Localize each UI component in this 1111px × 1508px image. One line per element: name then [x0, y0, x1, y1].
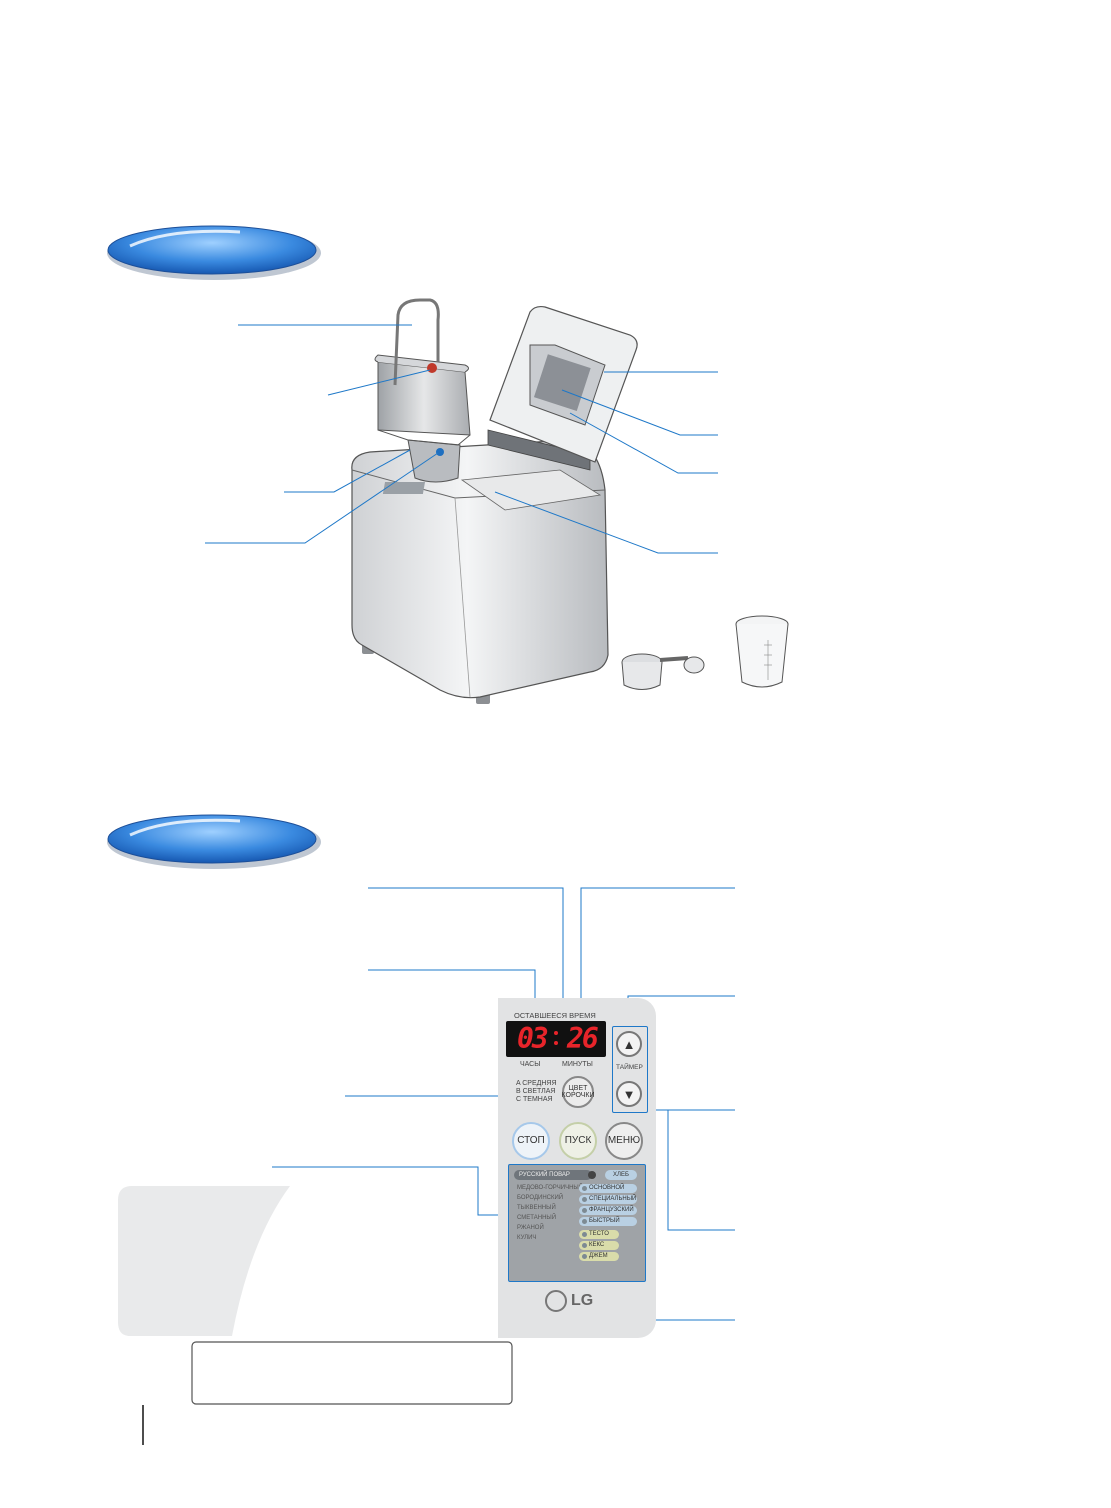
- decorative-gray-shape: [118, 1186, 290, 1336]
- bread-item: СПЕЦИАЛЬНЫЙ: [579, 1195, 637, 1204]
- hours-digits: 03: [517, 1022, 549, 1055]
- timer-down-button[interactable]: ▼: [616, 1081, 642, 1107]
- crust-options: A СРЕДНЯЯ B СВЕТЛАЯ C ТЕМНАЯ: [516, 1080, 557, 1104]
- colon-dot-top: [554, 1031, 558, 1035]
- note-box: [191, 1341, 513, 1405]
- other-item: ТЕСТО: [579, 1230, 619, 1239]
- russian-item: СМЕТАННЫЙ: [517, 1215, 557, 1221]
- callouts-top: [205, 324, 718, 554]
- menu-button[interactable]: МЕНЮ: [605, 1122, 643, 1160]
- other-item: ДЖЕМ: [579, 1252, 619, 1261]
- bread-item: ФРАНЦУЗСКИЙ: [579, 1206, 637, 1215]
- crust-option-b: B СВЕТЛАЯ: [516, 1088, 556, 1095]
- lg-logo-icon: [545, 1290, 567, 1312]
- russian-item: МЕДОВО-ГОРЧИЧНЫЙ: [517, 1185, 584, 1191]
- russian-item: БОРОДИНСКИЙ: [517, 1195, 564, 1201]
- crust-option-c: C ТЕМНАЯ: [516, 1096, 553, 1103]
- bread-maker-illustration: [351, 298, 789, 704]
- minutes-label: МИНУТЫ: [562, 1061, 593, 1068]
- lg-logo-text: LG: [571, 1292, 594, 1309]
- bread-item: ОСНОВНОЙ: [579, 1184, 637, 1193]
- crust-option-a: A СРЕДНЯЯ: [516, 1080, 557, 1087]
- timer-up-button[interactable]: ▲: [616, 1031, 642, 1057]
- russian-item: ТЫКВЕННЫЙ: [517, 1205, 556, 1211]
- led-display: 03 26: [506, 1021, 606, 1057]
- menu-list-box: РУССКИЙ ПОВАР ХЛЕБ МЕДОВО-ГОРЧИЧНЫЙ БОРО…: [508, 1164, 646, 1282]
- bread-header: ХЛЕБ: [605, 1170, 637, 1180]
- section-badge-1: [107, 225, 321, 280]
- other-item: КЕКС: [579, 1241, 619, 1250]
- start-button[interactable]: ПУСК: [559, 1122, 597, 1160]
- crust-color-button[interactable]: ЦВЕТ КОРОЧКИ: [562, 1076, 595, 1108]
- russian-item: РЖАНОЙ: [517, 1225, 544, 1231]
- minutes-digits: 26: [567, 1022, 599, 1055]
- stop-button[interactable]: СТОП: [512, 1122, 550, 1160]
- hours-label: ЧАСЫ: [520, 1061, 541, 1068]
- arrow-up-icon: ▲: [622, 1036, 636, 1052]
- control-panel: ОСТАВШЕЕСЯ ВРЕМЯ 03 26 ЧАСЫ МИНУТЫ ▲ ТАЙ…: [498, 998, 656, 1338]
- timer-label: ТАЙМЕР: [616, 1064, 643, 1071]
- arrow-down-icon: ▼: [622, 1086, 636, 1102]
- section-badge-2: [107, 814, 321, 869]
- bread-item: БЫСТРЫЙ: [579, 1217, 637, 1226]
- remaining-time-label: ОСТАВШЕЕСЯ ВРЕМЯ: [514, 1011, 596, 1020]
- info-dot-icon: [588, 1171, 596, 1179]
- russian-item: КУЛИЧ: [517, 1235, 537, 1241]
- russian-chef-header: РУССКИЙ ПОВАР: [514, 1170, 592, 1180]
- timer-box: ▲ ТАЙМЕР ▼: [612, 1026, 648, 1113]
- colon-dot-bottom: [554, 1041, 558, 1045]
